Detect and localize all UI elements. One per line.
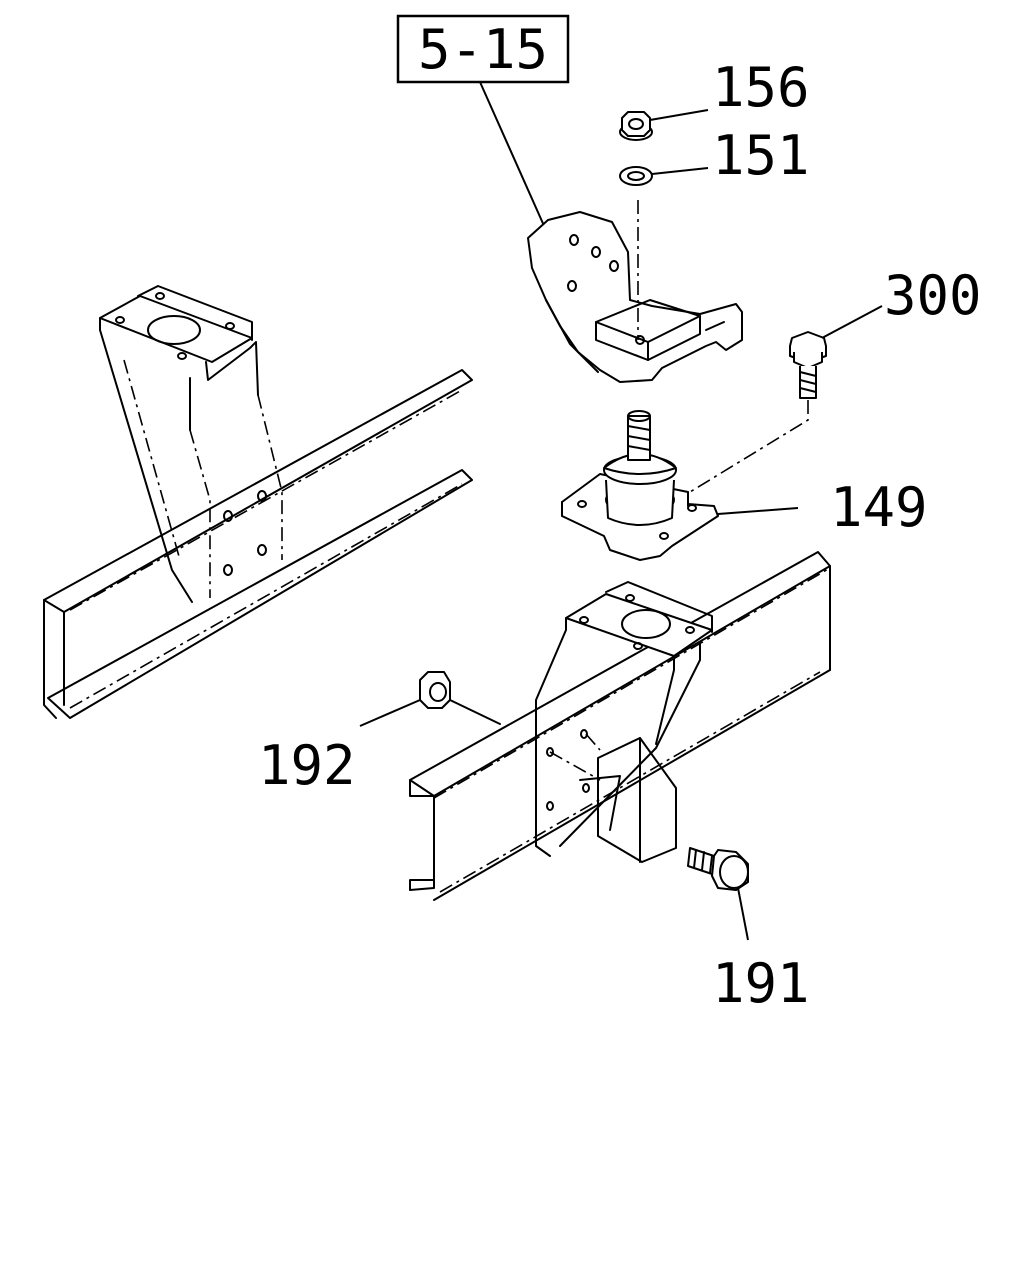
flange-nut-156[interactable] xyxy=(619,111,653,141)
leader-300 xyxy=(821,305,883,339)
right-crossmember-bracket xyxy=(535,581,713,863)
leader-149 xyxy=(717,507,799,515)
leader-151 xyxy=(651,167,709,175)
callout-151[interactable]: 151 xyxy=(712,124,810,187)
flange-nut-192[interactable] xyxy=(419,671,451,709)
leader-156 xyxy=(649,109,709,121)
reference-box-label: 5-15 xyxy=(418,18,548,81)
reference-box[interactable]: 5-15 xyxy=(396,14,570,84)
reference-leader xyxy=(479,81,546,229)
callout-156[interactable]: 156 xyxy=(712,56,810,119)
left-crossmember-bracket xyxy=(99,285,283,603)
leader-191 xyxy=(737,887,749,941)
callout-192[interactable]: 192 xyxy=(258,734,356,797)
upper-bracket xyxy=(527,211,743,383)
axis-bolt-300 xyxy=(689,400,809,493)
callout-191[interactable]: 191 xyxy=(712,952,810,1015)
flange-bolt-191[interactable] xyxy=(687,847,749,891)
nut-192-axis xyxy=(449,699,501,725)
callout-300[interactable]: 300 xyxy=(884,264,982,327)
callout-149[interactable]: 149 xyxy=(830,476,928,539)
rubber-mount-149[interactable] xyxy=(561,410,719,561)
flange-bolt-300[interactable] xyxy=(789,331,827,399)
left-frame-rail xyxy=(43,369,473,719)
leader-192 xyxy=(359,699,421,727)
washer-151[interactable] xyxy=(619,166,653,186)
